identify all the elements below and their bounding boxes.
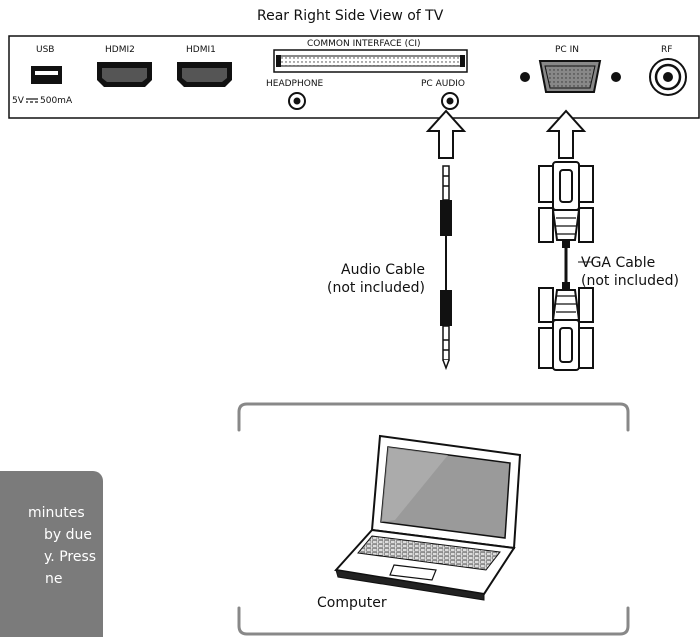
pc-in-label: PC IN [555,45,579,55]
side-note-line-3: y. Press [44,549,97,565]
ci-label: COMMON INTERFACE (CI) [307,39,421,49]
usb-port-icon [31,66,62,84]
hdmi1-label: HDMI1 [186,45,216,55]
hdmi2-port-icon [97,62,152,87]
headphone-label: HEADPHONE [266,79,324,89]
pc-audio-jack-icon [441,92,459,110]
ci-slot-icon [273,49,468,73]
vga-arrow-icon [545,109,587,159]
side-note-box: minutes by due y. Press ne [0,471,103,637]
hdmi1-port-icon [177,62,232,87]
rf-label: RF [661,45,673,55]
audio-cable-label-line2: (not included) [327,280,425,296]
usb-power-left: 5V [12,96,24,106]
audio-arrow-icon [425,109,467,159]
usb-power-right: 500mA [40,96,73,106]
headphone-jack-icon [288,92,306,110]
audio-cable-icon [440,165,452,371]
side-note-line-1: minutes [28,505,85,521]
laptop-icon [334,434,522,601]
side-note-line-4: ne [45,571,63,587]
computer-label: Computer [317,595,387,611]
computer-bracket [237,402,630,636]
vga-port-icon [520,60,621,93]
vga-cable-icon [538,161,594,371]
diagram-title: Rear Right Side View of TV [257,8,444,24]
audio-cable-label-line1: Audio Cable [341,262,425,278]
side-note-line-2: by due [44,527,92,543]
dc-symbol-icon [26,98,38,103]
vga-cable-label-line1: VGA Cable [581,255,656,271]
usb-label: USB [36,45,55,55]
pc-audio-label: PC AUDIO [421,79,465,89]
hdmi2-label: HDMI2 [105,45,135,55]
rf-port-icon [649,58,687,96]
side-note-text: minutes by due y. Press ne [0,502,96,590]
vga-cable-label-line2: (not included) [581,273,679,289]
